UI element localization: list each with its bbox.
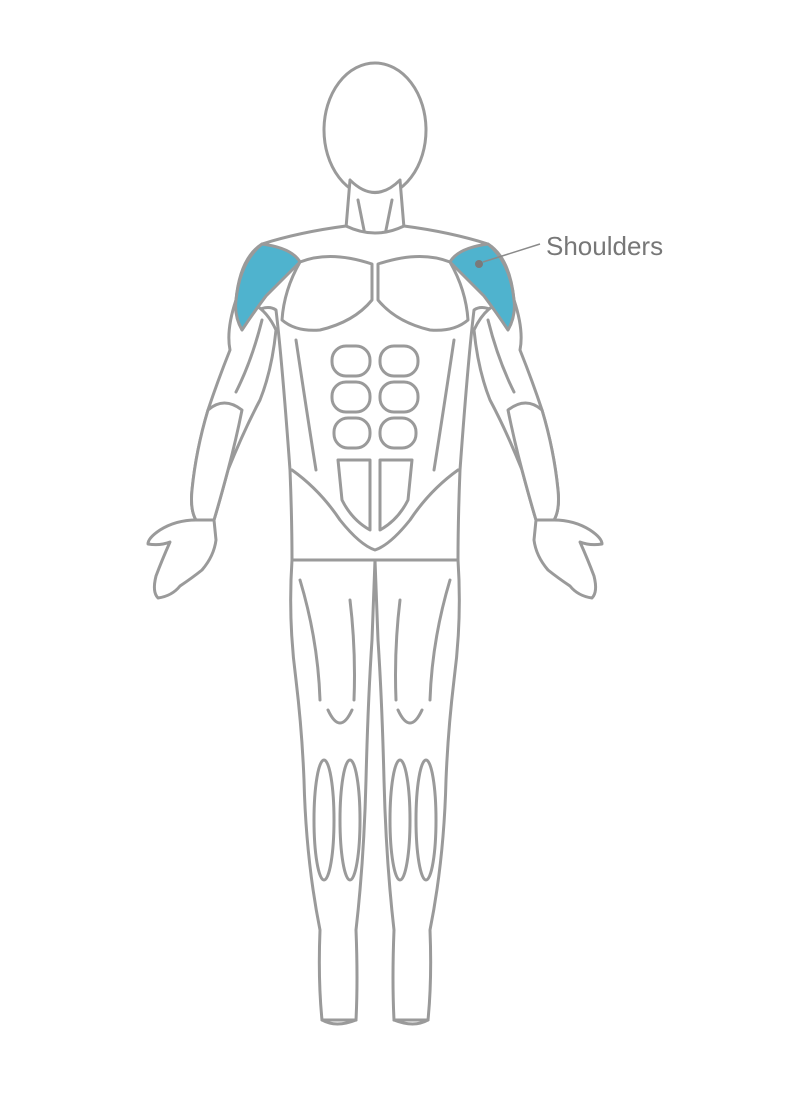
pelvis-line: [290, 468, 460, 552]
callout-dot: [475, 260, 483, 268]
ab-right-4: [378, 458, 414, 532]
right-calf-inner: [388, 758, 412, 882]
left-calf-outer: [312, 758, 336, 882]
callout-line: [482, 243, 541, 263]
left-hand: [146, 518, 218, 600]
right-calf-outer: [414, 758, 438, 882]
left-bicep-line: [234, 318, 264, 394]
right-foot: [392, 1018, 430, 1026]
ab-left-3: [332, 416, 372, 450]
ab-left-2: [330, 380, 372, 414]
right-bicep-line: [486, 318, 516, 394]
ab-left-1: [330, 344, 372, 378]
left-forearm: [190, 401, 244, 522]
left-knee: [326, 708, 354, 725]
head: [322, 61, 428, 199]
right-forearm: [506, 401, 560, 522]
right-thigh-line-2: [394, 598, 402, 702]
ab-right-2: [378, 380, 420, 414]
left-oblique-line: [294, 338, 318, 472]
right-oblique-line: [432, 338, 456, 472]
right-thigh-line-1: [428, 578, 452, 702]
ab-right-3: [378, 416, 418, 450]
left-thigh-line-2: [348, 598, 356, 702]
left-pectoral: [280, 254, 374, 332]
left-thigh-line-1: [298, 578, 322, 702]
muscle-label-shoulders: Shoulders: [546, 231, 663, 261]
left-calf-inner: [338, 758, 362, 882]
right-pectoral: [376, 254, 470, 332]
right-knee: [396, 708, 424, 725]
ab-right-1: [378, 344, 420, 378]
right-shoulder-muscle: [448, 242, 516, 332]
right-hand: [532, 518, 604, 600]
left-foot: [320, 1018, 358, 1026]
left-shoulder-muscle: [234, 242, 302, 332]
ab-left-4: [336, 458, 372, 532]
